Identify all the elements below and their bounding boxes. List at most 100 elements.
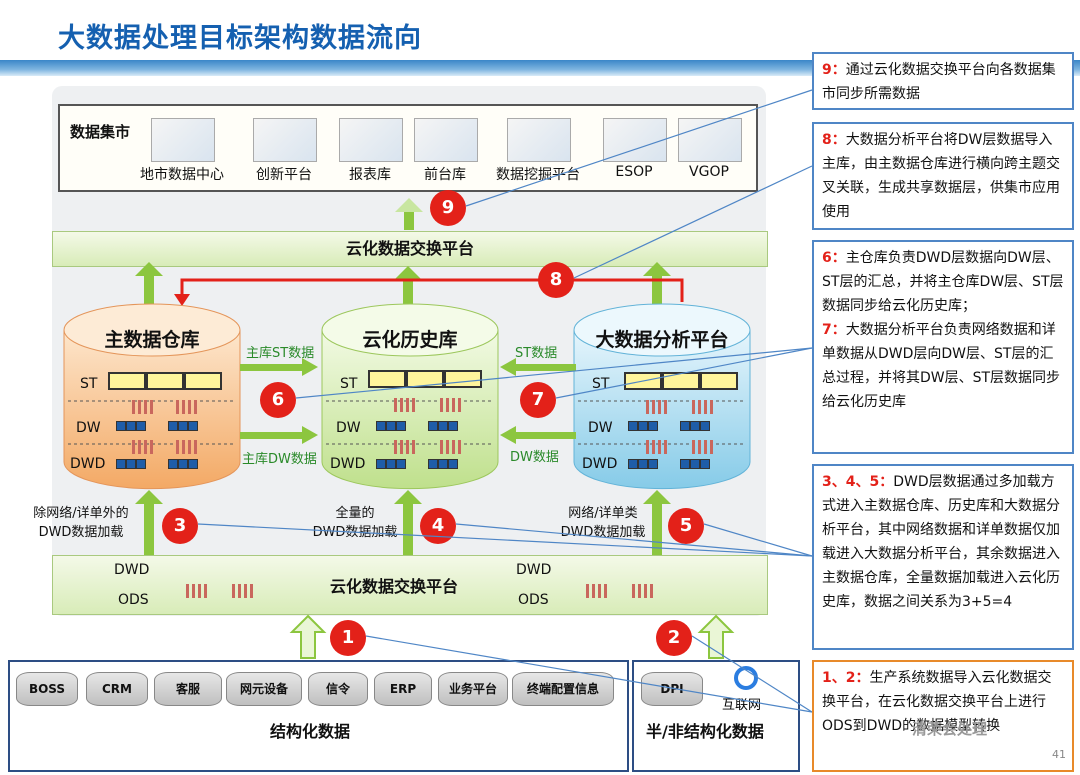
bigdata-st-box	[662, 372, 700, 390]
main-layer-dwd: DWD	[70, 456, 106, 472]
ods-to-dwd-arrows	[632, 584, 654, 598]
aggregation-arrows	[692, 440, 714, 454]
arrow-load-main-stem	[144, 504, 154, 556]
aggregation-arrows	[176, 400, 198, 414]
table-icon	[428, 420, 458, 432]
arrow-main-up-stem	[144, 276, 154, 306]
source-db: ERP	[374, 672, 432, 706]
exchange-ods-right: ODS	[518, 592, 549, 608]
main-st-box	[146, 372, 184, 390]
source-db-dpi: DPI	[641, 672, 703, 706]
table-icon	[680, 420, 710, 432]
note-6-number: 6：	[822, 250, 846, 266]
flow-main-dw: 主库DW数据	[242, 452, 317, 467]
bigdata-layer-dwd: DWD	[582, 456, 618, 472]
flow-st-data: ST数据	[515, 346, 558, 361]
source-db: 终端配置信息	[512, 672, 614, 706]
table-icon	[376, 420, 406, 432]
note-3-4-5: 3、4、5：DWD层数据通过多加载方式进入主数据仓库、历史库和大数据分析平台，其…	[812, 464, 1074, 650]
badge-9: 9	[430, 190, 466, 226]
main-st-box	[108, 372, 146, 390]
table-icon	[428, 458, 458, 470]
source-db-label: CRM	[102, 682, 132, 696]
ods-to-dwd-arrows	[232, 584, 254, 598]
flow-main-st: 主库ST数据	[246, 346, 315, 361]
source-db-label: BOSS	[28, 682, 66, 696]
badge-8: 8	[538, 262, 574, 298]
badge-2: 2	[656, 620, 692, 656]
exchange-dwd-left: DWD	[114, 562, 150, 578]
source-db-label: 信令	[325, 682, 350, 696]
source-db-label: 终端配置信息	[526, 682, 599, 696]
data-mart-item-label: 前台库	[424, 167, 466, 183]
ods-to-dwd-arrows	[186, 584, 208, 598]
cylinder-bigdata-title: 大数据分析平台	[595, 329, 729, 351]
note-345-number: 3、4、5：	[822, 474, 894, 490]
table-icon	[680, 458, 710, 470]
arrow-load-main	[135, 490, 163, 504]
data-mart-item-icon	[339, 118, 403, 162]
arrow-history-up-stem	[403, 280, 413, 306]
data-mart-item-icon	[603, 118, 667, 162]
table-icon	[116, 420, 146, 432]
bigdata-layer-st: ST	[592, 376, 610, 392]
source-db-label: 网元设备	[239, 682, 288, 696]
arrow-history-up	[394, 266, 422, 280]
exchange-ods-left: ODS	[118, 592, 149, 608]
data-mart-item-label: 数据挖掘平台	[496, 167, 580, 183]
badge-6: 6	[260, 382, 296, 418]
note-6-text: 主仓库负责DWD层数据向DW层、ST层的汇总，并将主仓库DW层、ST层数据同步给…	[822, 250, 1064, 314]
internet-explorer-icon	[734, 666, 758, 690]
note-8-text: 大数据分析平台将DW层数据导入主库，由主数据仓库进行横向跨主题交叉关联，生成共享…	[822, 132, 1060, 220]
badge-4: 4	[420, 508, 456, 544]
title-bar	[0, 60, 1080, 76]
exchange-platform-bottom-label: 云化数据交换平台	[330, 577, 459, 596]
note-12-number: 1、2：	[822, 670, 870, 686]
aggregation-arrows	[132, 440, 154, 454]
source-db: CRM	[86, 672, 148, 706]
data-mart-item-icon	[507, 118, 571, 162]
history-layer-dwd: DWD	[330, 456, 366, 472]
source-db: 客服	[154, 672, 222, 706]
arrow-up-to-mart	[395, 198, 423, 212]
arrow-load-history	[394, 490, 422, 504]
note-8: 8：大数据分析平台将DW层数据导入主库，由主数据仓库进行横向跨主题交叉关联，生成…	[812, 122, 1074, 230]
watermark: 清荣会处理	[912, 720, 988, 738]
bigdata-layer-dw: DW	[588, 420, 613, 436]
badge-7: 7	[520, 382, 556, 418]
source-db-label: DPI	[660, 682, 684, 696]
main-layer-st: ST	[80, 376, 98, 392]
table-icon	[168, 420, 198, 432]
note-1-2: 1、2：生产系统数据导入云化数据交换平台，在云化数据交换平台上进行ODS到DWD…	[812, 660, 1074, 772]
arrow-structured-up	[289, 614, 327, 659]
note-7-number: 7：	[822, 322, 846, 338]
aggregation-arrows	[394, 398, 416, 412]
source-db-label: 业务平台	[448, 682, 497, 696]
badge-5: 5	[668, 508, 704, 544]
aggregation-arrows	[176, 440, 198, 454]
data-mart-item-icon	[151, 118, 215, 162]
arrow-bigdata-up-stem	[652, 276, 662, 306]
aggregation-arrows	[692, 400, 714, 414]
bigdata-st-box	[700, 372, 738, 390]
note-9-text: 通过云化数据交换平台向各数据集市同步所需数据	[822, 62, 1056, 102]
note-6-7: 6：主仓库负责DWD层数据向DW层、ST层的汇总，并将主仓库DW层、ST层数据同…	[812, 240, 1074, 454]
history-layer-dw: DW	[336, 420, 361, 436]
table-icon	[116, 458, 146, 470]
note-8-number: 8：	[822, 132, 846, 148]
page-title: 大数据处理目标架构数据流向	[58, 23, 422, 54]
internet-label: 互联网	[722, 698, 762, 713]
data-mart-item-icon	[253, 118, 317, 162]
table-icon	[376, 458, 406, 470]
data-mart-title: 数据集市	[70, 123, 131, 141]
page-number: 41	[1052, 748, 1066, 761]
cylinder-history-title: 云化历史库	[362, 329, 458, 351]
table-icon	[628, 420, 658, 432]
badge-1: 1	[330, 620, 366, 656]
note-9: 9：通过云化数据交换平台向各数据集市同步所需数据	[812, 52, 1074, 110]
load-note-history: 全量的 DWD数据加载	[312, 506, 398, 540]
structured-data-title: 结构化数据	[270, 722, 351, 741]
source-db: 信令	[308, 672, 368, 706]
note-7-text: 大数据分析平台负责网络数据和详单数据从DWD层向DW层、ST层的汇总过程，并将其…	[822, 322, 1061, 410]
arrow-semistructured-up	[697, 614, 735, 659]
